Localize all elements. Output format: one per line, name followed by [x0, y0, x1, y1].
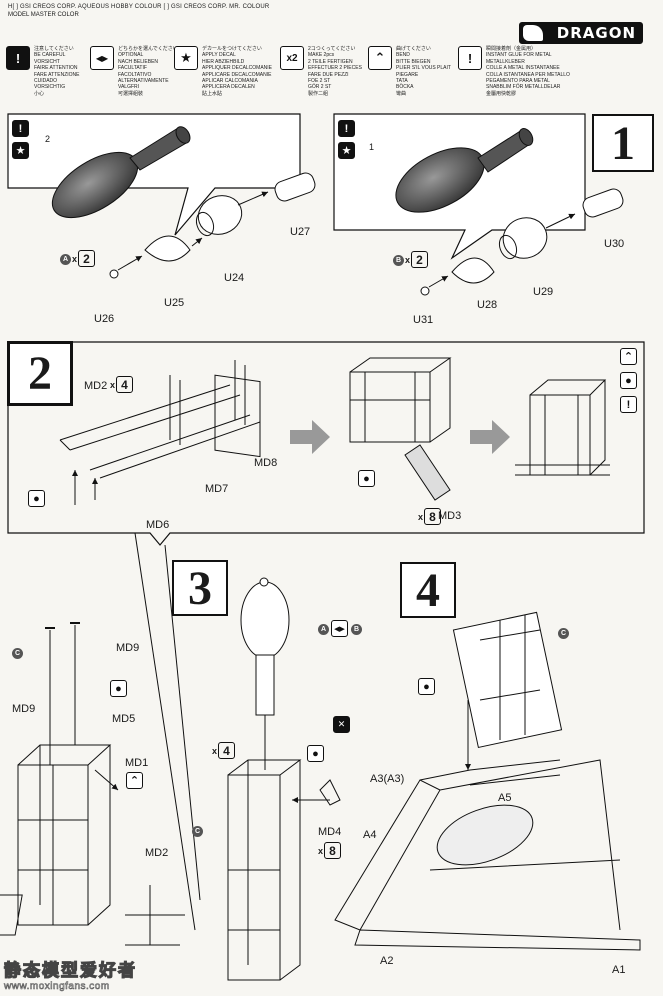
paint-reference-line: H[ ] GSI CREOS CORP. AQUEOUS HOBBY COLOU… [8, 4, 270, 10]
paint-reference-line-2: MODEL MASTER COLOR [8, 12, 79, 18]
part-label-md9: MD9 [116, 642, 140, 654]
part-label-u25: U25 [164, 297, 185, 309]
part-label-md5: MD5 [112, 713, 136, 725]
dragon-head-icon [523, 25, 543, 41]
step-number-4: 4 [400, 562, 456, 618]
bend-icon: ⌃ [368, 46, 392, 70]
watermark-title: 静态模型爱好者 [3, 960, 137, 980]
part-label-md6: MD6 [146, 519, 170, 531]
color-marker-a: A [318, 624, 329, 635]
color-marker-b: B [393, 255, 404, 266]
md2-bracket [0, 885, 185, 946]
part-label-md8: MD8 [254, 457, 278, 469]
step-number-1: 1 [592, 114, 654, 172]
color-marker-c: C [558, 628, 569, 639]
decal-star-icon: ★ [12, 142, 29, 159]
metal-glue-icon: ● [358, 470, 375, 487]
symbol-legend: !注意してください BE CAREFUL VORSICHT FAIRE ATTE… [6, 46, 656, 97]
rail-frame [59, 360, 261, 479]
legend-item: ⌃曲げてください BEND BITTE BIEGEN PLIER S'IL VO… [368, 46, 451, 97]
optional-icon: ◀▶ [331, 620, 348, 637]
metal-glue-icon: ● [28, 490, 45, 507]
part-label-u24: U24 [224, 272, 245, 284]
part-label-md2: MD2 [84, 380, 108, 392]
step-number-3: 3 [172, 560, 228, 616]
bomb-vertical [240, 577, 290, 770]
bend-icon: ⌃ [126, 772, 143, 789]
tower-center [227, 759, 341, 981]
metal-glue-icon: ● [110, 680, 127, 697]
metal-glue-icon: ! [458, 46, 482, 70]
part-label-u31: U31 [413, 314, 434, 326]
bomb-right [395, 128, 534, 213]
decal-star-icon: ★ [338, 142, 355, 159]
optional-icon: ◀▶ [90, 46, 114, 70]
legend-item: ★デカールをつけてください APPLY DECAL HIER ABZIEHBIL… [174, 46, 272, 97]
metal-glue-icon: ● [418, 678, 435, 695]
glue-brush-icon: ! [6, 46, 30, 70]
part-label-md4: MD4 [318, 826, 342, 838]
part-label-u30: U30 [604, 238, 625, 250]
metal-glue-icon: ● [620, 372, 637, 389]
color-marker-c: C [12, 648, 23, 659]
legend-item: !注意してください BE CAREFUL VORSICHT FAIRE ATTE… [6, 46, 79, 97]
tower-left [17, 622, 119, 926]
part-label-a4: A4 [363, 829, 377, 841]
legend-item: !瞬間接着剤（金属用） INSTANT GLUE FOR METAL METAL… [458, 46, 570, 97]
callout-box-left [7, 113, 301, 236]
repeat-x2-icon: x2 [280, 46, 304, 70]
part-label-u29: U29 [533, 286, 554, 298]
callout-number: 1 [369, 142, 375, 152]
color-marker-a: A [60, 254, 71, 265]
part-label-a2: A2 [380, 955, 394, 967]
part-label-u28: U28 [477, 299, 498, 311]
finished-frame [515, 379, 610, 476]
launcher-cage [452, 611, 563, 749]
dragon-logo: DRAGON [519, 22, 643, 44]
glue-brush-icon: ! [338, 120, 355, 137]
part-label-md3: MD3 [438, 510, 462, 522]
part-label-md9: MD9 [12, 703, 36, 715]
part-label-a3: A3(A3) [370, 773, 405, 785]
legend-item: ◀▶どちらかを選んでください OPTIONAL NACH BELIEBEN FA… [90, 46, 178, 97]
bend-icon: ⌃ [620, 348, 637, 365]
launcher-frame [334, 759, 641, 951]
glue-brush-icon: ! [620, 396, 637, 413]
part-label-md7: MD7 [205, 483, 229, 495]
part-label-u26: U26 [94, 313, 115, 325]
glue-brush-icon: ! [12, 120, 29, 137]
part-label-a1: A1 [612, 964, 626, 976]
part-label-u27: U27 [290, 226, 311, 238]
step-number-2: 2 [8, 342, 72, 405]
part-label-md1: MD1 [125, 757, 149, 769]
middle-frame [349, 357, 452, 501]
no-glue-icon: ✕ [333, 716, 350, 733]
metal-glue-icon: ● [307, 745, 324, 762]
watermark-url: www.moxingfans.com [4, 981, 110, 993]
part-label-md2: MD2 [145, 847, 169, 859]
color-marker-b: B [351, 624, 362, 635]
decal-star-icon: ★ [174, 46, 198, 70]
watermark: 静态模型爱好者 www.moxingfans.com [3, 956, 137, 993]
part-label-a5: A5 [498, 792, 512, 804]
bomb-left [51, 126, 191, 219]
callout-number: 2 [45, 134, 51, 144]
color-marker-c: C [192, 826, 203, 837]
